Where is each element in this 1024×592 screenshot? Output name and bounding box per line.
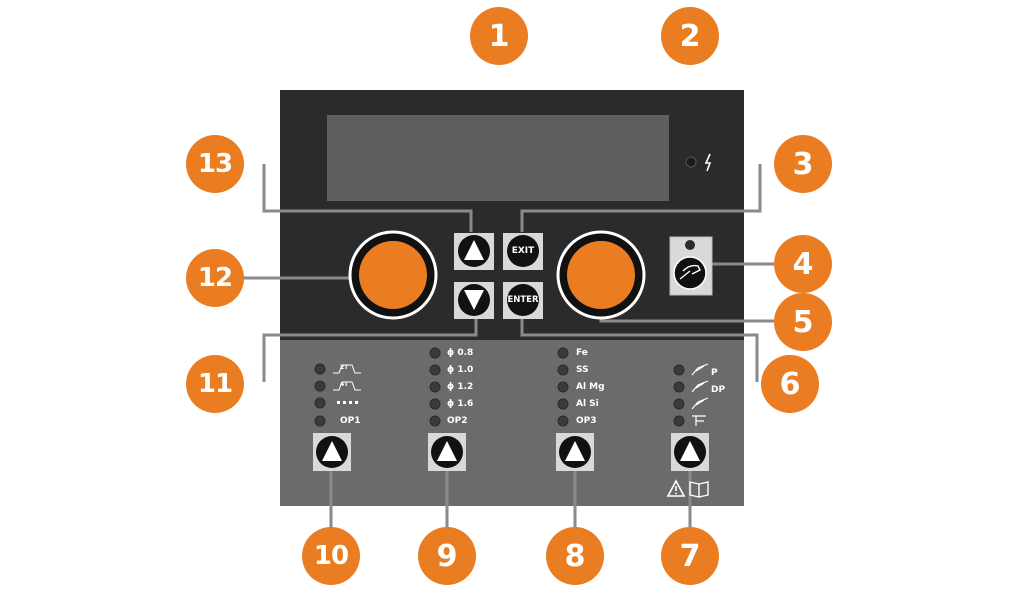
diameter-select-button[interactable] xyxy=(428,433,466,471)
down-button[interactable] xyxy=(454,282,494,319)
led xyxy=(429,415,441,427)
up-arrow-icon xyxy=(565,441,585,461)
led xyxy=(557,381,569,393)
power-led xyxy=(685,156,697,168)
power-indicator-icon xyxy=(704,153,712,172)
diameter-item-1: ϕ 1.0 xyxy=(447,365,474,375)
callout-4: 4 xyxy=(774,235,832,293)
diameter-item-op2: OP2 xyxy=(447,416,468,426)
panel-bottom xyxy=(280,340,744,506)
2t-mode-icon xyxy=(333,364,361,374)
torch-type-symbols xyxy=(691,363,709,426)
mode-label-2t: 2T xyxy=(340,364,349,371)
left-encoder-knob[interactable] xyxy=(348,230,438,320)
led xyxy=(673,381,685,393)
spot-mode-icon xyxy=(337,401,358,404)
lcd-display xyxy=(327,115,669,201)
enter-button[interactable] xyxy=(503,282,543,319)
callout-2: 2 xyxy=(661,7,719,65)
led xyxy=(557,347,569,359)
leader-lines xyxy=(242,164,774,528)
led xyxy=(557,398,569,410)
torch-select-button[interactable] xyxy=(671,433,709,471)
led xyxy=(429,398,441,410)
led xyxy=(673,415,685,427)
led xyxy=(557,364,569,376)
torch-button[interactable] xyxy=(669,236,713,296)
material-item-3: Al Si xyxy=(576,399,599,409)
callout-8: 8 xyxy=(546,527,604,585)
callout-1: 1 xyxy=(470,7,528,65)
material-item-1: SS xyxy=(576,365,589,375)
mode-label-op1: OP1 xyxy=(340,416,361,426)
trigger-mode-symbols xyxy=(333,364,361,391)
diameter-item-0: ϕ 0.8 xyxy=(447,348,474,358)
torch-item-0: P xyxy=(711,368,718,378)
callout-10: 10 xyxy=(302,527,360,585)
diameter-item-3: ϕ 1.6 xyxy=(447,399,474,409)
led xyxy=(314,380,326,392)
up-button[interactable] xyxy=(454,233,494,270)
led xyxy=(429,364,441,376)
led xyxy=(673,364,685,376)
callout-13: 13 xyxy=(186,135,244,193)
warning-icon xyxy=(666,479,686,497)
manual-book-icon xyxy=(689,481,709,498)
exit-button[interactable] xyxy=(503,233,543,270)
torch-icon xyxy=(679,264,701,280)
callout-5: 5 xyxy=(774,293,832,351)
material-item-0: Fe xyxy=(576,348,588,358)
torch-icon xyxy=(692,415,706,426)
callout-11: 11 xyxy=(186,355,244,413)
up-arrow-icon xyxy=(680,441,700,461)
callout-7: 7 xyxy=(661,527,719,585)
callout-12: 12 xyxy=(186,249,244,307)
led xyxy=(314,397,326,409)
led xyxy=(314,415,326,427)
torch-item-1: DP xyxy=(711,385,726,395)
led xyxy=(429,347,441,359)
up-arrow-icon xyxy=(437,441,457,461)
led xyxy=(314,363,326,375)
exit-button-label: EXIT xyxy=(511,246,535,256)
material-select-button[interactable] xyxy=(556,433,594,471)
material-item-op3: OP3 xyxy=(576,416,597,426)
callout-9: 9 xyxy=(418,527,476,585)
torch-icon xyxy=(691,380,709,393)
mode-select-button[interactable] xyxy=(313,433,351,471)
material-item-2: Al Mg xyxy=(576,382,605,392)
4t-mode-icon xyxy=(333,381,361,391)
callout-3: 3 xyxy=(774,135,832,193)
led xyxy=(557,415,569,427)
down-arrow-icon xyxy=(464,290,484,310)
mode-label-4t: 4T xyxy=(340,381,349,388)
led xyxy=(673,398,685,410)
up-arrow-icon xyxy=(464,240,484,260)
diameter-item-2: ϕ 1.2 xyxy=(447,382,474,392)
status-leds xyxy=(314,347,685,427)
enter-button-label: ENTER xyxy=(507,295,539,305)
led xyxy=(429,381,441,393)
right-encoder-knob[interactable] xyxy=(556,230,646,320)
torch-icon xyxy=(691,397,709,410)
callout-6: 6 xyxy=(761,355,819,413)
torch-icon xyxy=(691,363,709,376)
up-arrow-icon xyxy=(322,441,342,461)
